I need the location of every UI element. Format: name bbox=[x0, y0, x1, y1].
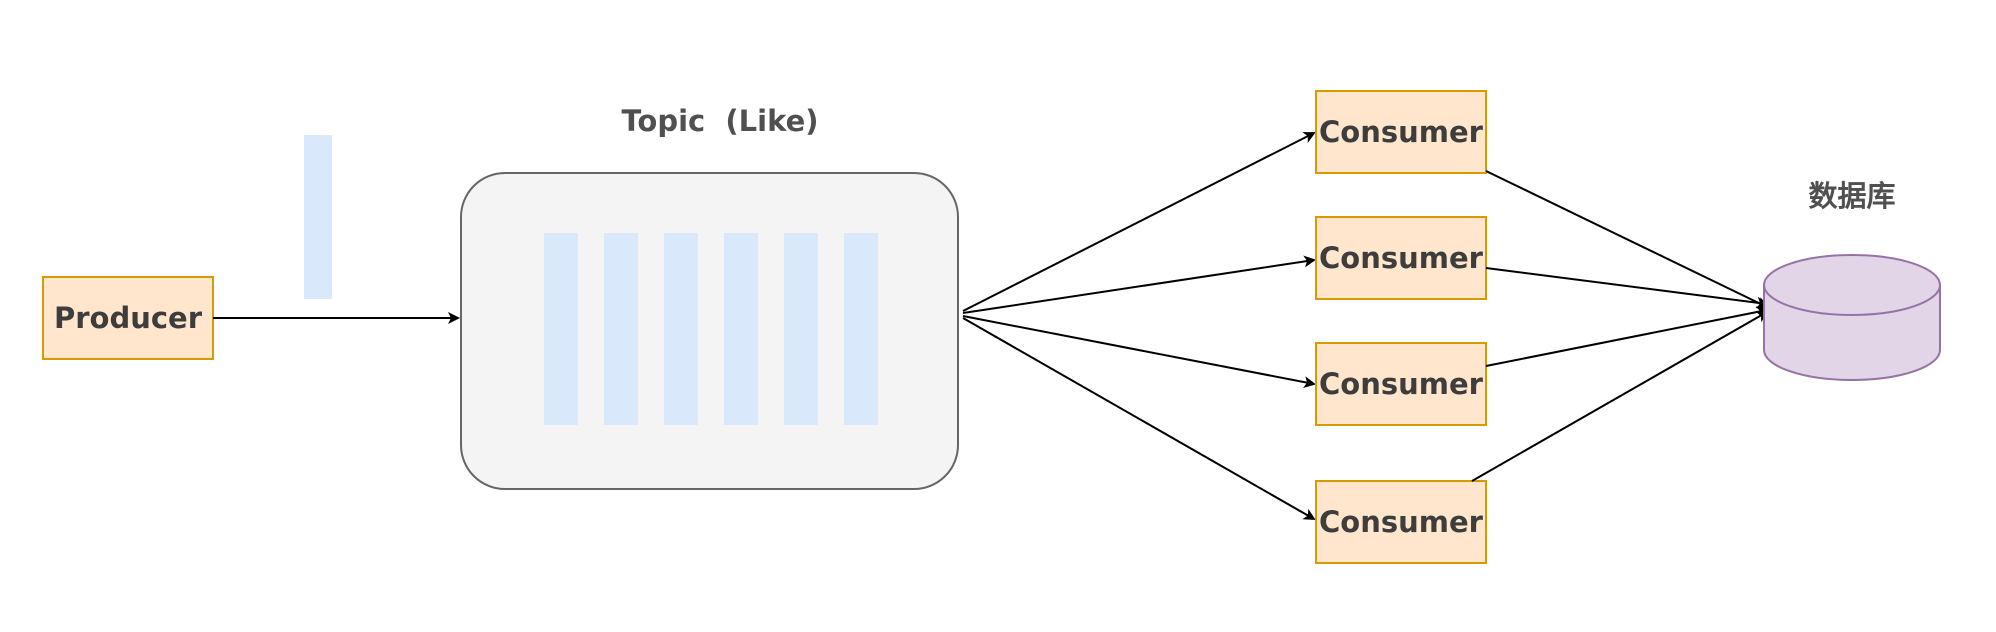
consumer-1-to-database-arrow bbox=[1485, 170, 1769, 309]
consumer-node[interactable]: Consumer bbox=[1315, 216, 1487, 300]
producer-node[interactable]: Producer bbox=[42, 276, 214, 360]
consumer-3-to-database-arrow bbox=[1485, 306, 1769, 367]
consumer-node[interactable]: Consumer bbox=[1315, 480, 1487, 564]
topic-container bbox=[460, 172, 959, 490]
queue-message bbox=[544, 233, 578, 425]
queue-message bbox=[724, 233, 758, 425]
topic-to-consumer-4-arrow bbox=[962, 317, 1316, 520]
topic-node[interactable] bbox=[460, 172, 959, 490]
producer-label: Producer bbox=[54, 301, 203, 335]
consumer-label: Consumer bbox=[1319, 115, 1484, 149]
consumer-label: Consumer bbox=[1319, 241, 1484, 275]
consumer-node[interactable]: Consumer bbox=[1315, 342, 1487, 426]
queue-message bbox=[604, 233, 638, 425]
topic-message-queue bbox=[544, 233, 878, 425]
in-flight-message bbox=[304, 135, 332, 299]
consumer-box bbox=[1315, 480, 1487, 564]
database-top bbox=[1763, 254, 1941, 316]
topic-to-consumer-2-arrow bbox=[962, 255, 1316, 314]
queue-message bbox=[664, 233, 698, 425]
producer-box bbox=[42, 276, 214, 360]
consumer-node[interactable]: Consumer bbox=[1315, 90, 1487, 174]
database-icon[interactable] bbox=[1763, 254, 1941, 381]
consumer-box bbox=[1315, 216, 1487, 300]
consumer-box bbox=[1315, 90, 1487, 174]
consumer-label: Consumer bbox=[1319, 367, 1484, 401]
topic-to-consumer-3-arrow bbox=[962, 315, 1316, 388]
queue-message bbox=[784, 233, 818, 425]
consumer-2-to-database-arrow bbox=[1485, 267, 1769, 309]
topic-title: Topic (Like) bbox=[621, 104, 818, 138]
database-label: 数据库 bbox=[1808, 179, 1895, 213]
queue-message bbox=[844, 233, 878, 425]
consumer-box bbox=[1315, 342, 1487, 426]
consumer-4-to-database-arrow bbox=[1471, 311, 1769, 482]
topic-to-consumer-1-arrow bbox=[962, 132, 1316, 312]
consumer-label: Consumer bbox=[1319, 505, 1484, 539]
